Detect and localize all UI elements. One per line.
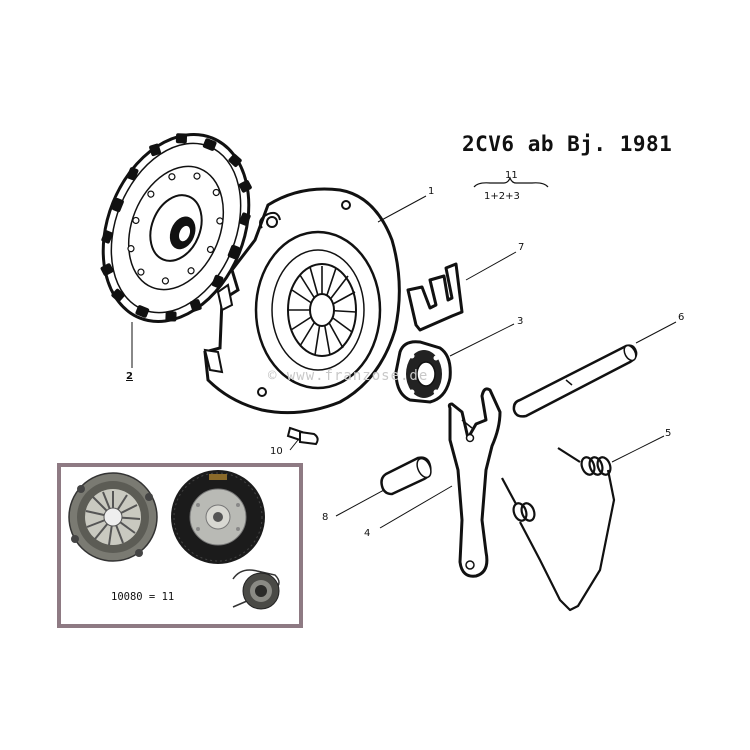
bolt-part-10 — [286, 426, 319, 446]
callout-6: 6 — [678, 312, 685, 323]
pressure-plate-part-1 — [203, 187, 401, 415]
leader-line-1 — [377, 195, 427, 223]
watermark: © www.franzose.de — [268, 368, 429, 384]
kit-photo-drawing — [68, 470, 280, 610]
release-fork-part-4 — [447, 387, 502, 578]
callout-5: 5 — [665, 428, 672, 439]
shaft-part-6 — [512, 344, 638, 418]
leader-line-7 — [465, 251, 517, 281]
retaining-clip-part-7 — [406, 262, 464, 332]
group-number-label: 11 — [505, 170, 518, 181]
photo-release-bearing — [232, 569, 280, 610]
callout-7: 7 — [518, 242, 525, 253]
photo-pressure-plate — [68, 472, 158, 562]
bushing-part-8 — [380, 456, 432, 496]
group-members-label: 1+2+3 — [484, 191, 520, 202]
group-brace — [473, 176, 549, 188]
release-bearing-part-3 — [394, 340, 452, 404]
kit-photo-inset: 10080 = 11 — [57, 463, 303, 628]
leader-line-4 — [379, 485, 453, 529]
callout-8: 8 — [322, 512, 329, 523]
callout-4: 4 — [364, 528, 371, 539]
callout-2: 2 — [126, 371, 133, 382]
callout-3: 3 — [517, 316, 524, 327]
callout-10: 10 — [270, 446, 283, 457]
leader-line-6 — [635, 321, 677, 344]
leader-line-5 — [611, 435, 665, 463]
kit-number-label: 10080 = 11 — [111, 591, 175, 603]
photo-clutch-disc — [171, 470, 265, 564]
leader-line-3 — [449, 323, 515, 357]
callout-1: 1 — [428, 186, 435, 197]
clutch-disc-part-2 — [100, 133, 252, 323]
page-title: 2CV6 ab Bj. 1981 — [462, 132, 673, 156]
return-spring-part-5 — [501, 447, 616, 612]
leader-line-10 — [289, 439, 299, 451]
leader-line-8 — [335, 489, 385, 517]
